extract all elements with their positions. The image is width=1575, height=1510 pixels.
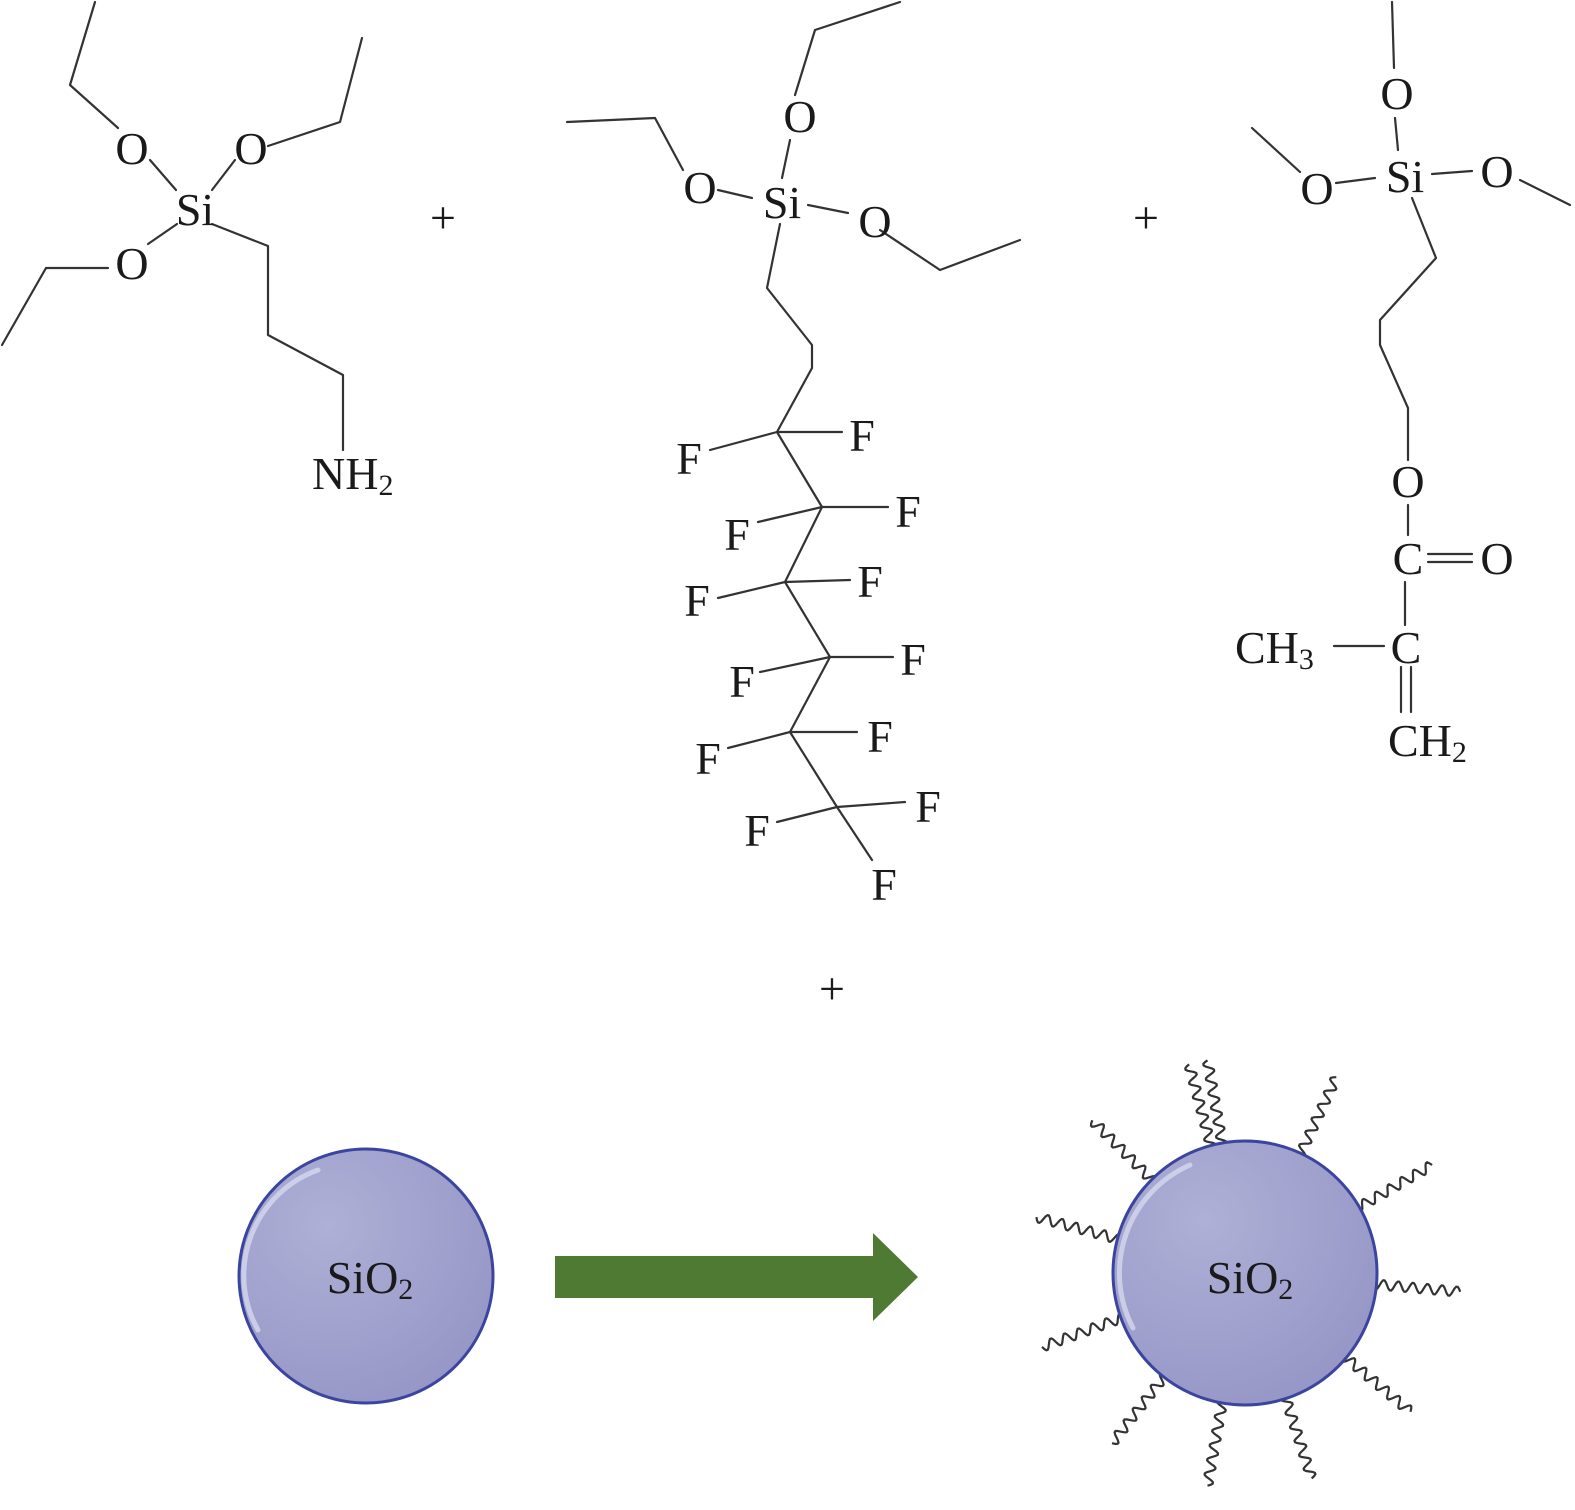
mptms-silicon: Si [1386, 151, 1424, 202]
aptes-oxygen-2: O [234, 123, 267, 174]
silica-sphere [237, 1147, 495, 1405]
mptms-bonds [1250, 0, 1572, 714]
fluorine-atom: F [895, 486, 921, 537]
fluorosilane-bonds [565, 0, 1022, 862]
mptms-oxygen-2: O [1300, 163, 1333, 214]
mptms-oxygen-3: O [1480, 146, 1513, 197]
mptms-molecule: O O O Si O C O C CH3 CH2 [1235, 0, 1572, 769]
fluorine-atom: F [684, 575, 710, 626]
fluorine-atom: F [900, 634, 926, 685]
fluorine-atom: F [867, 711, 893, 762]
bare-silica-particle: SiO2 [237, 1147, 495, 1405]
fluorine-atom: F [676, 433, 702, 484]
plus-sign-3: + [819, 963, 845, 1014]
fluorine-atoms: F F F F F F F F F F F F F [676, 410, 941, 910]
modified-silica-sphere [1111, 1139, 1379, 1407]
grafted-chain [1184, 1063, 1217, 1151]
fluorine-atom: F [695, 733, 721, 784]
mptms-methylene-subscript: 2 [1452, 736, 1467, 769]
aptes-oxygen-3: O [115, 238, 148, 289]
fluorine-atom: F [871, 859, 897, 910]
grafted-chain [1111, 1372, 1167, 1446]
plus-sign-2: + [1133, 192, 1159, 243]
fluorosilane-oxygen-2: O [683, 162, 716, 213]
silica-label-subscript: 2 [398, 1273, 413, 1306]
fluorine-atom: F [849, 410, 875, 461]
plus-sign-1: + [430, 192, 456, 243]
silica-label: SiO2 [327, 1252, 414, 1306]
fluorine-atom: F [857, 556, 883, 607]
mptms-alpha-carbon: C [1391, 622, 1422, 673]
sphere-highlight [241, 1167, 321, 1333]
aptes-amine-group: NH2 [312, 448, 393, 502]
mptms-ester-oxygen: O [1391, 456, 1424, 507]
fluorosilane-silicon: Si [763, 177, 801, 228]
modified-silica-label: SiO2 [1207, 1252, 1294, 1306]
reaction-arrow-icon [555, 1233, 918, 1321]
fluorine-atom: F [729, 656, 755, 707]
grafted-chain [1089, 1119, 1157, 1183]
grafted-chain [1371, 1279, 1462, 1297]
mptms-methyl-subscript: 3 [1299, 643, 1314, 676]
grafted-chain [1341, 1355, 1413, 1413]
aptes-molecule: O O O Si NH2 [0, 0, 393, 502]
aptes-silicon: Si [176, 184, 214, 235]
mptms-carbonyl-oxygen: O [1480, 533, 1513, 584]
fluorine-atom: F [744, 805, 770, 856]
aptes-oxygen-1: O [115, 123, 148, 174]
aptes-amine-label: NH [312, 448, 378, 499]
mptms-methyl-group: CH3 [1235, 622, 1314, 676]
modified-silica-label-text: SiO [1207, 1252, 1279, 1303]
grafted-chain [1035, 1214, 1123, 1244]
grafted-chain [1355, 1161, 1433, 1213]
aptes-bonds [0, 0, 364, 452]
mptms-oxygen-1: O [1380, 68, 1413, 119]
silica-label-text: SiO [327, 1252, 399, 1303]
fluorosilane-molecule: O O O Si F F F F F F F F F F F F F [565, 0, 1022, 910]
grafted-chain [1041, 1312, 1126, 1352]
grafted-chain [1202, 1059, 1229, 1148]
mptms-methyl-label: CH [1235, 622, 1299, 673]
fluorosilane-oxygen-1: O [783, 91, 816, 142]
fluorosilane-oxygen-3: O [858, 196, 891, 247]
grafted-chain [1203, 1398, 1227, 1487]
fluorine-atom: F [915, 781, 941, 832]
grafted-chains [1035, 1059, 1462, 1487]
mptms-carbonyl-carbon: C [1393, 533, 1424, 584]
mptms-methylene-group: CH2 [1388, 715, 1467, 769]
grafted-chain [1279, 1393, 1317, 1480]
grafted-chain [1297, 1076, 1338, 1159]
modified-silica-label-subscript: 2 [1278, 1273, 1293, 1306]
fluorine-atom: F [724, 509, 750, 560]
modified-silica-particle: SiO2 [1035, 1059, 1462, 1487]
aptes-amine-subscript: 2 [378, 469, 393, 502]
sphere-highlight [1117, 1162, 1193, 1331]
mptms-methylene-label: CH [1388, 715, 1452, 766]
